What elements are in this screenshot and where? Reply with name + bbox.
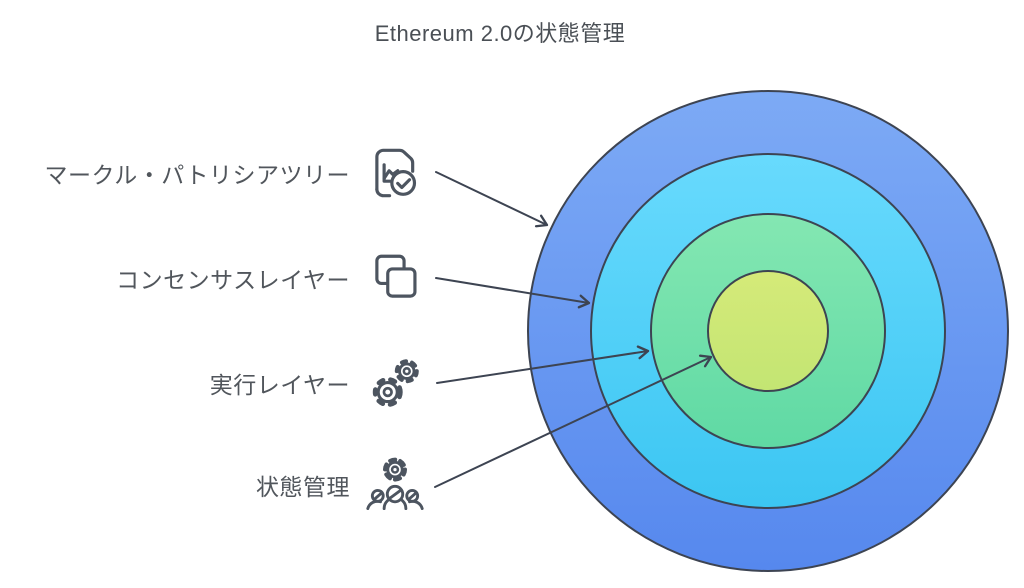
label-state-management: 状態管理 — [256, 474, 350, 500]
legend-row-consensus-layer: コンセンサスレイヤー — [116, 247, 424, 309]
arrow-to-third-ring — [436, 345, 650, 384]
label-merkle-patricia-tree: マークル・パトリシアツリー — [44, 162, 350, 188]
legend-row-execution-layer: 実行レイヤー — [210, 352, 424, 414]
people-bottom — [366, 484, 424, 511]
arrow-to-center-ring — [434, 354, 713, 488]
label-execution-layer: 実行レイヤー — [209, 372, 350, 398]
ring-state-management — [707, 270, 829, 392]
legend-row-merkle-patricia-tree: マークル・パトリシアツリー — [45, 142, 425, 204]
gears-icon — [366, 354, 424, 412]
document-check-icon — [366, 144, 424, 202]
label-consensus-layer: コンセンサスレイヤー — [116, 267, 350, 293]
arrow-to-second-ring — [435, 277, 591, 309]
gear-people-icon — [366, 456, 424, 514]
layers-icon — [366, 249, 424, 307]
small-gear — [394, 359, 419, 384]
gear-top — [382, 457, 408, 482]
arrow-to-outer-ring — [435, 171, 549, 228]
diagram-title: Ethereum 2.0の状態管理 — [374, 21, 626, 46]
large-gear — [372, 377, 403, 408]
legend-row-state-management: 状態管理 — [256, 452, 424, 518]
